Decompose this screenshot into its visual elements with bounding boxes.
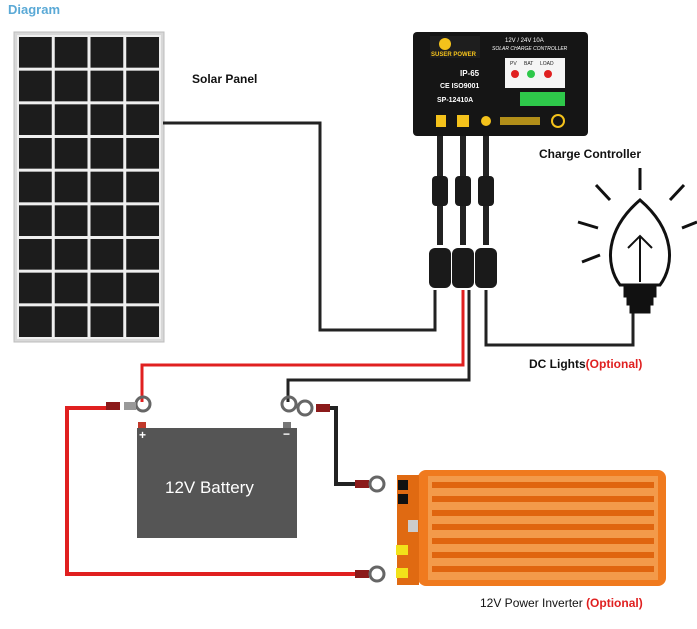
solar-cell [54, 104, 88, 135]
panel-wire [163, 121, 437, 332]
dc-lights-text: DC Lights [529, 357, 586, 371]
solar-cell [54, 70, 88, 102]
light-wire [484, 290, 635, 347]
indicator-bat: BAT [524, 61, 533, 67]
solar-cell [19, 272, 52, 304]
solar-cell [19, 138, 52, 169]
light-bulb-icon [577, 168, 697, 314]
inverter-label: 12V Power Inverter (Optional) [480, 596, 643, 610]
inverter-fin [432, 538, 654, 544]
connector-bat [452, 248, 474, 288]
battery-plus-sign: + [139, 428, 147, 442]
solar-cell [126, 138, 159, 169]
solar-cell [90, 138, 124, 169]
dc-lights-optional: (Optional) [585, 357, 643, 371]
solar-cell [90, 104, 124, 135]
inverter-positive-wire [65, 406, 355, 576]
battery-lugs [106, 395, 330, 430]
inverter-negative-wire [330, 406, 355, 486]
battery-minus-sign: − [283, 427, 291, 441]
solar-cell [54, 205, 88, 236]
inverter-black-terminal-2 [398, 494, 408, 504]
solar-cell [54, 272, 88, 304]
mode-button-area [520, 92, 565, 106]
controller-brand: SUSER POWER [431, 52, 477, 58]
controller-cables [429, 136, 497, 288]
inverter-optional: (Optional) [586, 596, 643, 610]
solar-cell [126, 171, 159, 203]
solar-cell [19, 70, 52, 102]
inverter-fin [432, 552, 654, 558]
solar-cell [126, 104, 159, 135]
solar-cell [54, 138, 88, 169]
solar-panel [13, 31, 165, 343]
sun-logo-icon [439, 38, 451, 50]
inverter-text: 12V Power Inverter [480, 596, 587, 610]
solar-cell [90, 306, 124, 337]
battery-symbol-icon [457, 115, 469, 127]
inverter-fin [432, 566, 654, 572]
solar-panel-label: Solar Panel [192, 72, 258, 86]
solar-cell [126, 70, 159, 102]
inverter-black-terminal-1 [398, 480, 408, 490]
solar-cells [19, 37, 159, 337]
charge-controller-label: Charge Controller [539, 147, 642, 161]
controller-ip: IP-65 [460, 69, 480, 78]
solar-cell [54, 171, 88, 203]
controller-model: SP-12410A [437, 97, 473, 104]
solar-cell [19, 239, 52, 270]
controller-model-line: 12V / 24V 10A [505, 38, 544, 44]
battery-positive-wire [140, 290, 465, 402]
inverter-fin [432, 482, 654, 488]
solar-cell [90, 239, 124, 270]
solar-cell [19, 205, 52, 236]
solar-cell [126, 272, 159, 304]
dc-lights-label: DC Lights(Optional) [529, 357, 642, 371]
battery-body [137, 428, 297, 538]
inverter-fin [432, 496, 654, 502]
led-load-icon [544, 70, 552, 78]
controller-type-line: SOLAR CHARGE CONTROLLER [492, 46, 568, 52]
power-inverter [396, 470, 666, 586]
solar-cell [126, 306, 159, 337]
solar-cell [54, 306, 88, 337]
battery-negative-wire [286, 290, 471, 402]
connector-load [475, 248, 497, 288]
diagram-title: Diagram [8, 2, 61, 17]
solar-cell [19, 104, 52, 135]
inverter-yellow-terminal-1 [396, 545, 408, 555]
solar-cell [19, 306, 52, 337]
solar-cell [90, 37, 124, 68]
solar-cell [19, 171, 52, 203]
solar-cell [54, 37, 88, 68]
solar-cell [126, 239, 159, 270]
controller-cert: CE ISO9001 [440, 83, 479, 90]
solar-cell [90, 171, 124, 203]
led-bat-icon [527, 70, 535, 78]
solar-cell [90, 70, 124, 102]
indicator-pv: PV [510, 61, 517, 67]
indicator-load: LOAD [540, 61, 554, 67]
gear-icon [551, 114, 565, 128]
solar-cell [54, 239, 88, 270]
led-pv-icon [511, 70, 519, 78]
charge-controller: SUSER POWER 12V / 24V 10A SOLAR CHARGE C… [413, 32, 588, 136]
solar-cell [90, 205, 124, 236]
inverter-switch [408, 520, 418, 532]
solar-cell [19, 37, 52, 68]
inverter-fin [432, 510, 654, 516]
bulb-symbol-icon [481, 116, 491, 126]
solar-cell [90, 272, 124, 304]
battery-label: 12V Battery [165, 478, 254, 497]
inverter-yellow-terminal-2 [396, 568, 408, 578]
panel-symbol-icon [436, 115, 446, 127]
solar-cell [126, 205, 159, 236]
solar-cell [126, 37, 159, 68]
inverter-lugs [355, 475, 386, 583]
inverter-fin [432, 524, 654, 530]
connector-pv [429, 248, 451, 288]
